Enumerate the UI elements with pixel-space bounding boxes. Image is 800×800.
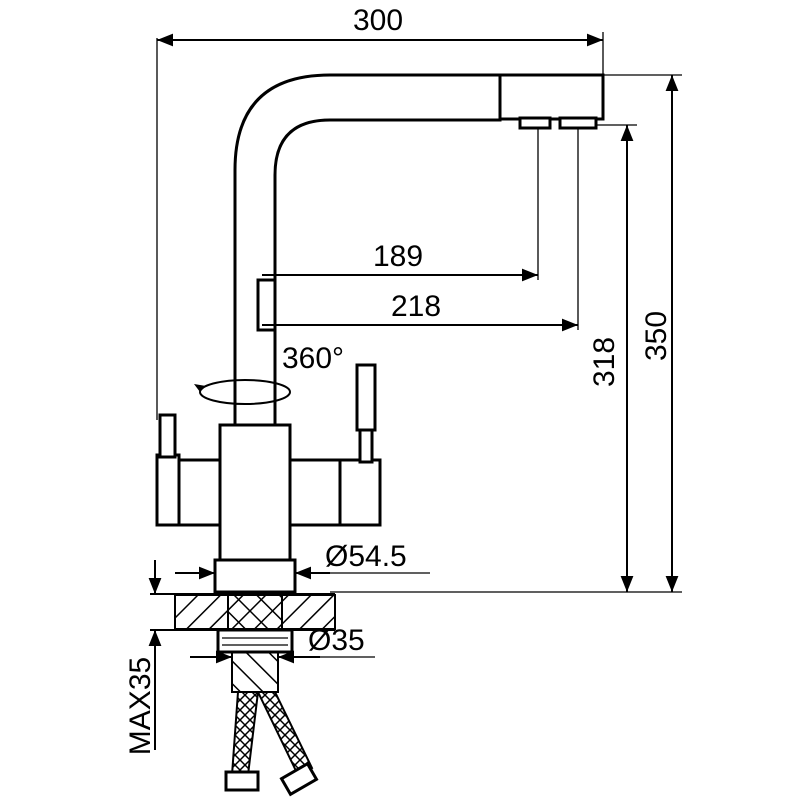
mounting-shank: [216, 628, 294, 693]
hose-nut-right: [279, 761, 319, 797]
dim-label-300: 300: [353, 4, 403, 37]
dimension-reach-189: 189: [262, 128, 539, 282]
rotation-indicator: 360°: [194, 342, 344, 405]
hose-nut-left: [224, 770, 260, 792]
dim-label-base-diameter: Ø54.5: [325, 540, 407, 573]
dim-label-218: 218: [391, 290, 441, 323]
faucet-body: [155, 363, 382, 594]
dimension-reach-218: 218: [262, 128, 579, 332]
dimension-base-diameter: Ø54.5: [175, 540, 430, 580]
rotation-label: 360°: [282, 342, 344, 375]
faucet-spout: [233, 73, 605, 432]
dim-label-350: 350: [640, 311, 673, 361]
dimension-height-350: 350: [330, 74, 682, 593]
supply-hoses: [224, 691, 319, 797]
dim-label-189: 189: [373, 240, 423, 273]
dimension-height-318: 318: [580, 124, 637, 592]
dimension-max-thickness: MAX35: [124, 560, 162, 755]
dim-label-max35: MAX35: [124, 657, 157, 755]
dim-label-318: 318: [588, 337, 621, 387]
dimension-width-300: 300: [156, 4, 604, 420]
dim-label-shank-diameter: Ø35: [308, 624, 365, 657]
dimension-shank-diameter: Ø35: [190, 624, 375, 664]
